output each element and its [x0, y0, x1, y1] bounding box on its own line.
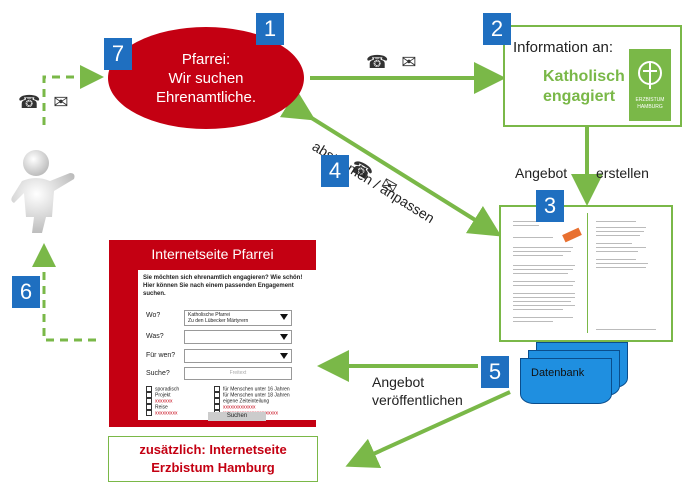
- badge-5: 5: [481, 356, 509, 388]
- badge-2: 2: [483, 13, 511, 45]
- extra-line-1: zusätzlich: Internetseite: [139, 442, 287, 457]
- arrow-db-to-extra: [345, 390, 511, 468]
- badge-3: 3: [536, 190, 564, 222]
- badge-1: 1: [256, 13, 284, 45]
- arrow-abstimmen: [279, 89, 502, 237]
- svg-text:HAMBURG: HAMBURG: [637, 104, 663, 110]
- katholisch-engagiert-wordmark: Katholisch engagiert: [543, 68, 625, 105]
- checkbox-right-4[interactable]: xxxxxxxxxxxxx: [214, 404, 256, 410]
- website-form: Sie möchten sich ehrenamtlich engagieren…: [138, 270, 316, 421]
- badge-7: 7: [104, 38, 132, 70]
- info-title: Information an:: [513, 39, 614, 56]
- erzbistum-hamburg-logo: ERZBISTUM HAMBURG: [629, 49, 671, 121]
- checkbox-unter-16[interactable]: für Menschen unter 16 Jahren: [214, 386, 290, 392]
- label-angebot-erstellen-1: Angebot: [515, 165, 568, 181]
- arrow-website-to-person: [32, 243, 96, 342]
- phone-mail-icons-left: ☎ ✉: [18, 92, 73, 112]
- doc-page-left: [505, 213, 583, 333]
- select-wo[interactable]: Katholische Pfarrei Zu den Lübecker Märt…: [184, 310, 292, 326]
- select-fuer-wen[interactable]: [184, 349, 292, 363]
- row-label-suche: Suche?: [146, 370, 170, 377]
- database-layer-front: Datenbank: [520, 358, 612, 404]
- badge-4: 4: [321, 155, 349, 187]
- checkbox-reise[interactable]: Reise: [146, 404, 168, 410]
- pfarrei-line-2: Wir suchen: [168, 69, 244, 87]
- offer-document: [499, 205, 673, 342]
- checkbox-left-3[interactable]: xxxxxxx: [146, 398, 173, 404]
- extra-website-box: zusätzlich: Internetseite Erzbistum Hamb…: [108, 436, 318, 482]
- person-figure: [11, 150, 75, 233]
- row-label-wo: Wo?: [146, 312, 161, 319]
- row-label-fuer-wen: Für wen?: [146, 352, 176, 359]
- phone-mail-icons-top: ☎ ✉: [366, 52, 421, 72]
- chevron-down-icon: [280, 334, 288, 340]
- checkbox-left-5[interactable]: xxxxxxxxx: [146, 410, 178, 416]
- svg-text:ERZBISTUM: ERZBISTUM: [636, 97, 665, 103]
- checkbox-sporadisch[interactable]: sporadisch: [146, 386, 179, 392]
- label-angebot-veroeffentlichen-1: Angebot: [372, 374, 425, 390]
- arrow-person-to-pfarrei: [42, 65, 104, 125]
- chevron-down-icon: [280, 314, 288, 320]
- info-box: Information an: Katholisch engagiert ERZ…: [503, 25, 682, 127]
- pfarrei-line-1: Pfarrei:: [181, 50, 231, 68]
- row-label-was: Was?: [146, 333, 164, 340]
- cross-circle-icon: ERZBISTUM HAMBURG: [636, 61, 665, 110]
- doc-page-right: [587, 213, 666, 333]
- checkbox-unter-18[interactable]: für Menschen unter 18 Jahren: [214, 392, 290, 398]
- checkbox-projekt[interactable]: Projekt: [146, 392, 171, 398]
- chevron-down-icon: [280, 353, 288, 359]
- select-was[interactable]: [184, 330, 292, 344]
- database-label: Datenbank: [531, 367, 585, 379]
- badge-6: 6: [12, 276, 40, 308]
- website-panel: Internetseite Pfarrei Sie möchten sich e…: [109, 240, 316, 427]
- checkbox-zeiteinteilung[interactable]: eigene Zeiteinteilung: [214, 398, 269, 404]
- website-intro: Sie möchten sich ehrenamtlich engagieren…: [143, 275, 303, 297]
- extra-line-2: Erzbistum Hamburg: [151, 460, 275, 475]
- search-button[interactable]: Suchen: [208, 412, 266, 421]
- search-input[interactable]: Freitext: [184, 367, 292, 380]
- label-angebot-veroeffentlichen-2: veröffentlichen: [372, 392, 463, 408]
- pfarrei-line-3: Ehrenamtliche.: [155, 88, 257, 106]
- website-title: Internetseite Pfarrei: [151, 246, 274, 262]
- label-angebot-erstellen-2: erstellen: [596, 165, 649, 181]
